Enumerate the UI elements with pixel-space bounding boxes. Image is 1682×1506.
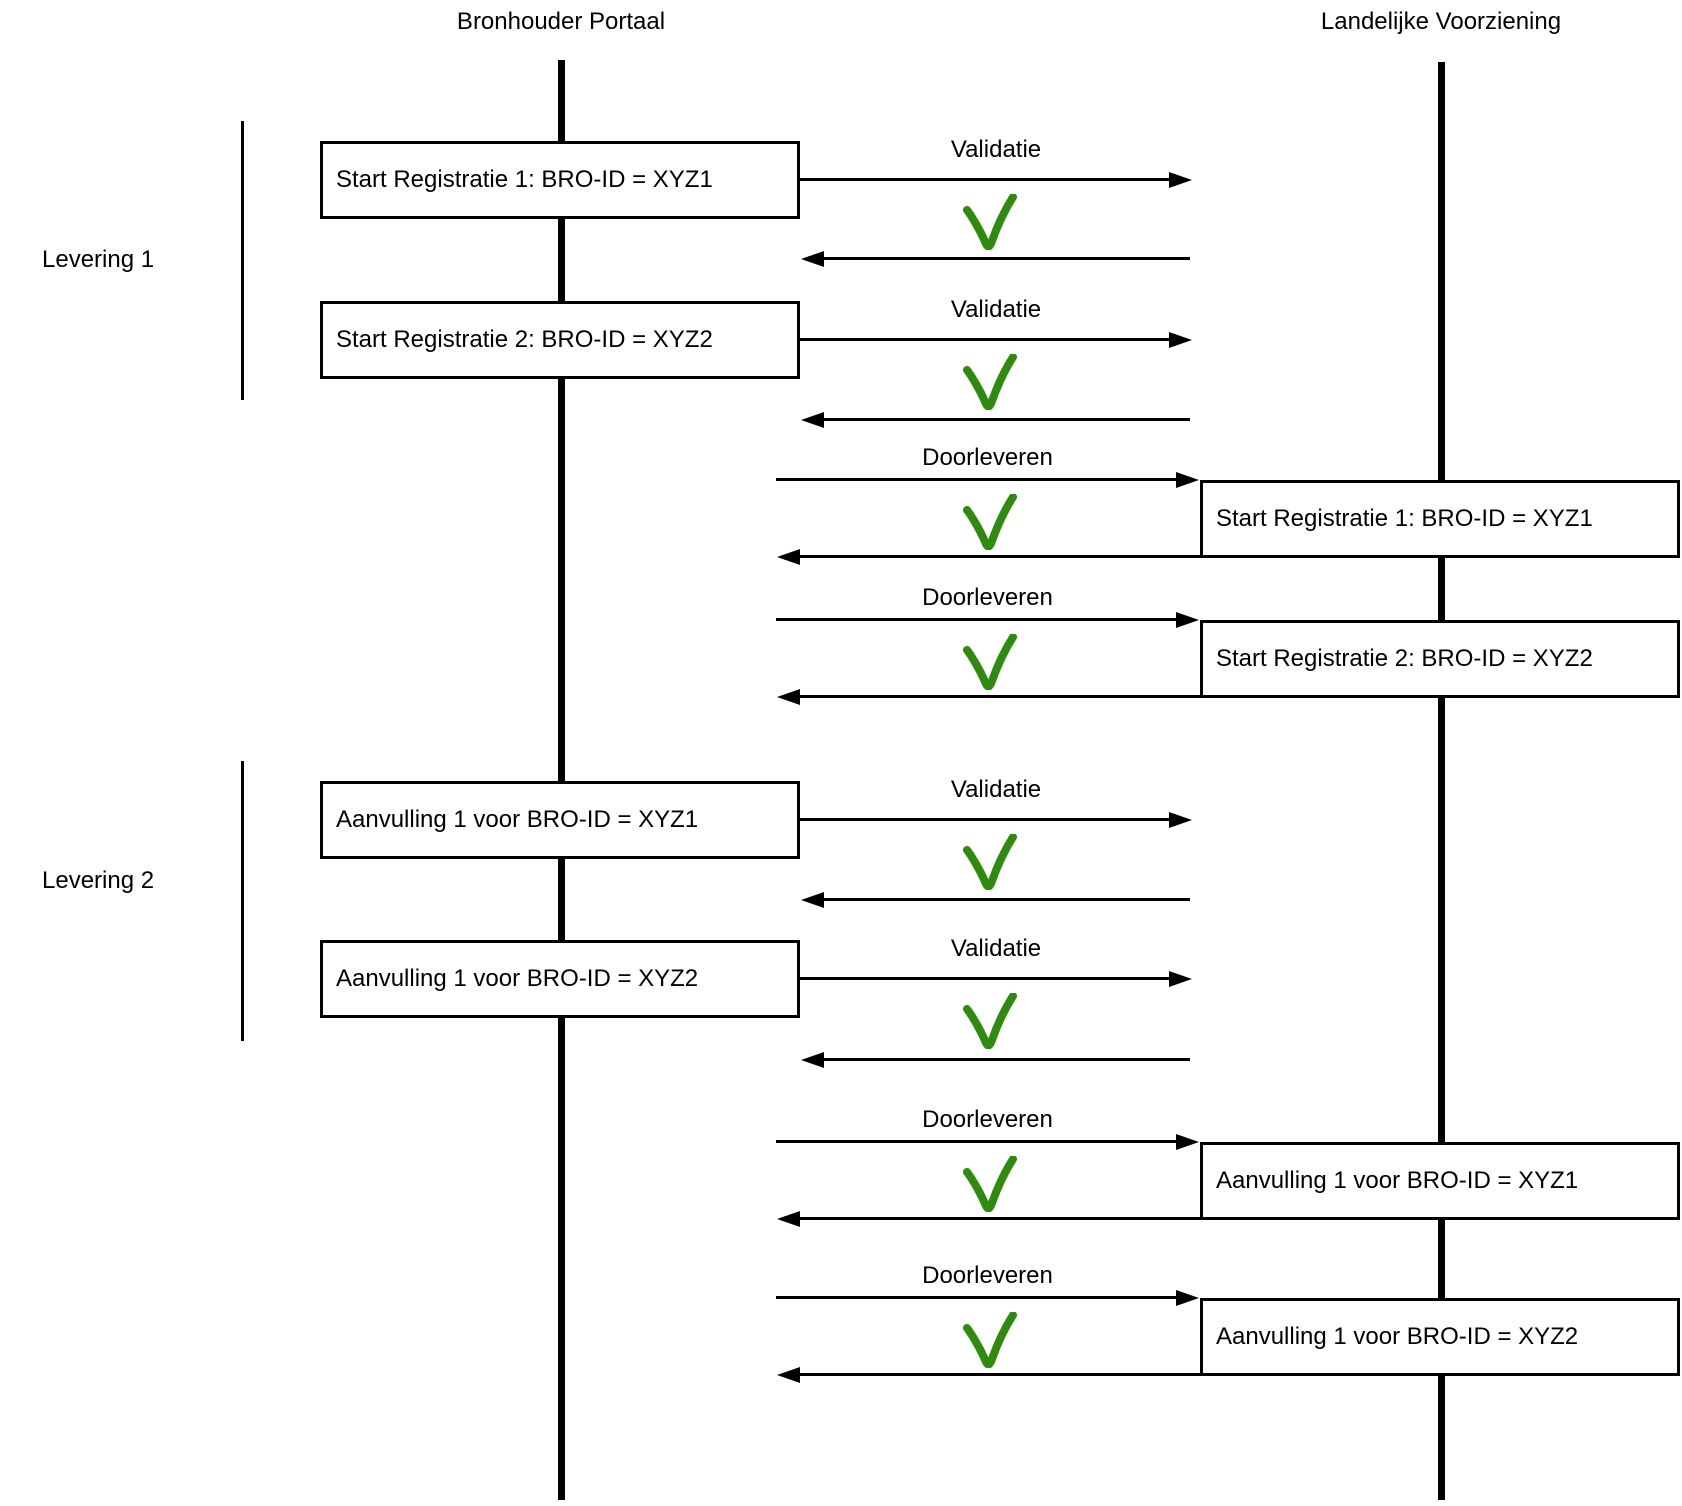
response-arrow xyxy=(777,1211,1200,1227)
arrowhead-icon xyxy=(1169,812,1192,828)
arrowhead-icon xyxy=(777,1367,800,1383)
response-arrow xyxy=(801,251,1190,267)
request-arrow xyxy=(776,612,1199,628)
arrowhead-icon xyxy=(1176,472,1199,488)
arrow-shaft xyxy=(822,1058,1190,1061)
checkmark-icon xyxy=(963,494,1017,550)
response-arrow xyxy=(801,892,1190,908)
arrowhead-icon xyxy=(1176,612,1199,628)
arrow-shaft xyxy=(776,478,1179,481)
arrowhead-icon xyxy=(801,892,824,908)
exchange-label: Doorleveren xyxy=(922,584,1053,611)
arrow-shaft xyxy=(800,818,1172,821)
arrowhead-icon xyxy=(1169,172,1192,188)
response-arrow xyxy=(777,549,1200,565)
right-message-box-1: Start Registratie 1: BRO-ID = XYZ1 xyxy=(1200,480,1680,558)
levering-2-label: Levering 2 xyxy=(42,867,155,894)
arrowhead-icon xyxy=(1169,971,1192,987)
right-message-box-3: Aanvulling 1 voor BRO-ID = XYZ1 xyxy=(1200,1142,1680,1220)
levering-2-bracket xyxy=(241,761,244,1041)
checkmark-icon xyxy=(963,1156,1017,1212)
arrowhead-icon xyxy=(777,549,800,565)
lifeline-bronhouder-portaal xyxy=(558,60,565,1500)
exchange-label: Validatie xyxy=(950,296,1042,323)
left-message-box-1: Start Registratie 1: BRO-ID = XYZ1 xyxy=(320,141,800,219)
response-arrow xyxy=(801,412,1190,428)
arrow-shaft xyxy=(798,1373,1200,1376)
exchange-label: Validatie xyxy=(950,776,1042,803)
right-message-box-4: Aanvulling 1 voor BRO-ID = XYZ2 xyxy=(1200,1298,1680,1376)
request-arrow xyxy=(800,812,1192,828)
arrowhead-icon xyxy=(777,1211,800,1227)
response-arrow xyxy=(777,689,1200,705)
left-message-box-2: Start Registratie 2: BRO-ID = XYZ2 xyxy=(320,301,800,379)
arrowhead-icon xyxy=(777,689,800,705)
arrow-shaft xyxy=(800,338,1172,341)
checkmark-icon xyxy=(963,194,1017,250)
exchange-label: Doorleveren xyxy=(922,1106,1053,1133)
left-message-box-3: Aanvulling 1 voor BRO-ID = XYZ1 xyxy=(320,781,800,859)
arrowhead-icon xyxy=(801,412,824,428)
arrow-shaft xyxy=(798,555,1200,558)
checkmark-icon xyxy=(963,1312,1017,1368)
checkmark-icon xyxy=(963,634,1017,690)
arrow-shaft xyxy=(776,1296,1179,1299)
arrow-shaft xyxy=(798,695,1200,698)
request-arrow xyxy=(800,172,1192,188)
left-message-box-4: Aanvulling 1 voor BRO-ID = XYZ2 xyxy=(320,940,800,1018)
arrow-shaft xyxy=(822,257,1190,260)
arrow-shaft xyxy=(776,618,1179,621)
checkmark-icon xyxy=(963,354,1017,410)
arrow-shaft xyxy=(800,977,1172,980)
levering-1-label: Levering 1 xyxy=(42,246,155,273)
actor-title-landelijke-voorziening: Landelijke Voorziening xyxy=(1320,8,1562,35)
checkmark-icon xyxy=(963,834,1017,890)
exchange-label: Doorleveren xyxy=(922,1262,1053,1289)
request-arrow xyxy=(800,971,1192,987)
arrowhead-icon xyxy=(1169,332,1192,348)
exchange-label: Validatie xyxy=(950,136,1042,163)
exchange-label: Validatie xyxy=(950,935,1042,962)
arrow-shaft xyxy=(798,1217,1200,1220)
arrowhead-icon xyxy=(801,251,824,267)
actor-title-bronhouder-portaal: Bronhouder Portaal xyxy=(456,8,666,35)
exchange-label: Doorleveren xyxy=(922,444,1053,471)
request-arrow xyxy=(776,1290,1199,1306)
response-arrow xyxy=(801,1052,1190,1068)
request-arrow xyxy=(800,332,1192,348)
right-message-box-2: Start Registratie 2: BRO-ID = XYZ2 xyxy=(1200,620,1680,698)
arrow-shaft xyxy=(822,418,1190,421)
arrowhead-icon xyxy=(1176,1134,1199,1150)
arrowhead-icon xyxy=(1176,1290,1199,1306)
arrow-shaft xyxy=(800,178,1172,181)
arrow-shaft xyxy=(822,898,1190,901)
levering-1-bracket xyxy=(241,121,244,400)
checkmark-icon xyxy=(963,993,1017,1049)
arrow-shaft xyxy=(776,1140,1179,1143)
request-arrow xyxy=(776,472,1199,488)
request-arrow xyxy=(776,1134,1199,1150)
lifeline-landelijke-voorziening xyxy=(1438,62,1445,1500)
arrowhead-icon xyxy=(801,1052,824,1068)
response-arrow xyxy=(777,1367,1200,1383)
